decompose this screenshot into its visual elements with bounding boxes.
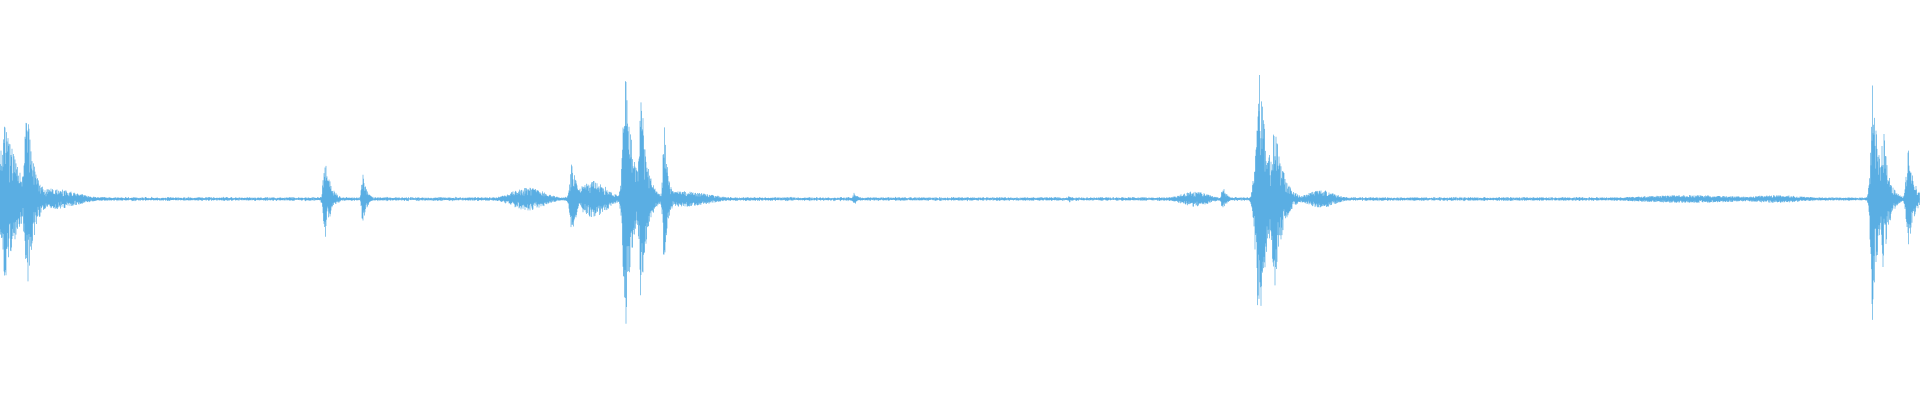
waveform-path bbox=[0, 75, 1920, 324]
